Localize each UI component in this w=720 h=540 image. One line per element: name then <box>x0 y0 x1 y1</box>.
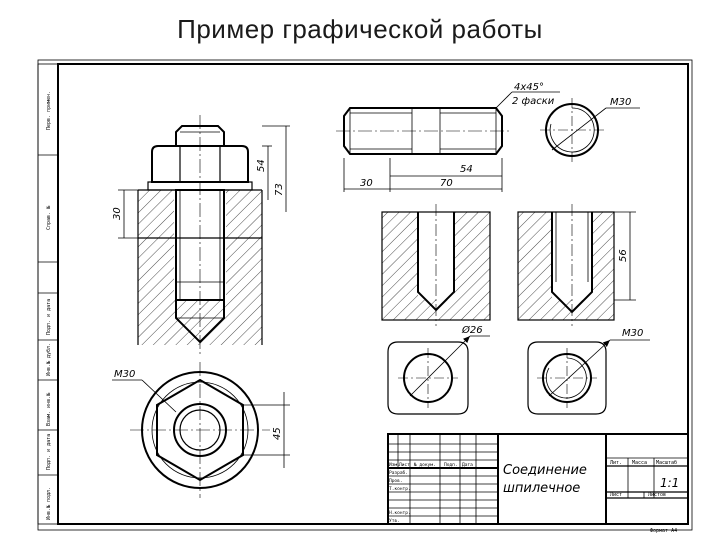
tb-label-doc: № докум. <box>414 462 436 468</box>
assembly-section-view: 54 73 30 <box>112 115 290 355</box>
stamp-cell-1: Перв. примен. <box>46 91 52 130</box>
blind-hole-section <box>381 204 491 326</box>
chamfer-label-top: 4x45° <box>514 82 544 93</box>
tb-role-developer: Разраб. <box>389 469 408 476</box>
thread-label-m30-section: M30 <box>622 328 643 339</box>
tb-label-list: Лист <box>399 462 410 468</box>
format-label: Формат A4 <box>650 528 677 534</box>
tb-label-izm: Изм. <box>389 462 400 468</box>
stamp-cell-4: Инв.№ дубл. <box>45 343 52 376</box>
tb-label-sign: Подп. <box>444 462 458 468</box>
threaded-hole-section: 56 <box>517 204 636 326</box>
thread-label-m30-stud: M30 <box>610 97 631 108</box>
tb-role-ncontrol: Н.контр. <box>389 510 411 516</box>
tb-role-approver: Утв. <box>389 518 400 524</box>
dim-45: 45 <box>272 427 283 440</box>
nut-top-view: M30 45 <box>112 362 290 498</box>
title-block: Изм. Лист № докум. Подп. Дата Разраб. Пр… <box>387 433 689 525</box>
dim-30-horizontal: 30 <box>360 178 373 189</box>
tb-role-tcontrol: Т.контр. <box>389 486 411 492</box>
tb-header-scale: Масштаб <box>656 459 677 466</box>
diameter-label-26: Ø26 <box>461 324 483 336</box>
dim-70: 70 <box>440 178 453 189</box>
tb-header-mass: Масса <box>632 460 647 466</box>
hole-plan-view-right: M30 <box>527 328 650 415</box>
dim-30-vertical: 30 <box>112 207 123 220</box>
tb-header-lit: Лит. <box>610 460 622 466</box>
stamp-cell-2: Справ. № <box>46 206 52 230</box>
dim-54-vertical: 54 <box>256 159 267 172</box>
tb-label-date: Дата <box>462 462 473 468</box>
dim-73: 73 <box>274 183 285 196</box>
stud-side-view: 4x45° 2 фаски 54 30 70 <box>336 82 560 192</box>
tb-name-line1: Соединение <box>503 463 587 478</box>
slide-title: Пример графической работы <box>177 14 543 44</box>
stamp-cell-3: Подп. и дата <box>46 299 52 335</box>
stamp-cell-6: Подп. и дата <box>46 434 52 470</box>
tb-sheet-label: Лист <box>610 492 622 498</box>
tb-name-line2: шпилечное <box>503 481 580 496</box>
side-stamp: Перв. примен. Справ. № Подп. и дата Инв.… <box>37 63 59 525</box>
tb-sheets-label: Листов <box>648 492 666 498</box>
hole-plan-view-left: Ø26 <box>387 324 490 415</box>
dim-54-horizontal: 54 <box>460 164 473 175</box>
stud-end-view: M30 <box>540 97 640 162</box>
thread-label-m30-nut: M30 <box>114 369 135 380</box>
tb-scale-value: 1:1 <box>660 476 679 490</box>
dim-56: 56 <box>618 249 629 262</box>
stamp-cell-5: Взам. инв.№ <box>46 393 52 426</box>
tb-role-checker: Пров. <box>389 478 403 484</box>
chamfer-label-bottom: 2 фаски <box>512 96 555 107</box>
stamp-cell-7: Инв.№ подл. <box>46 487 52 520</box>
